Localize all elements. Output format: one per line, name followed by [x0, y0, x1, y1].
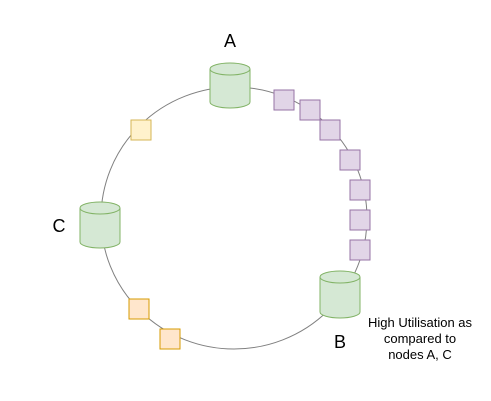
- key-square: [349, 209, 371, 231]
- purple-keys-group: [273, 89, 371, 261]
- node-c-label: C: [53, 216, 66, 236]
- key-square: [319, 119, 341, 141]
- node-a-database-icon: [209, 62, 251, 109]
- utilisation-note-line-3: nodes A, C: [388, 347, 452, 362]
- key-square: [339, 149, 361, 171]
- node-c-database-icon: [79, 201, 121, 249]
- key-square: [128, 298, 150, 320]
- key-square: [349, 239, 371, 261]
- key-square: [349, 179, 371, 201]
- node-a-label: A: [224, 31, 236, 51]
- key-square: [159, 328, 181, 350]
- orange-keys-group: [128, 298, 181, 350]
- key-square: [273, 89, 295, 111]
- utilisation-note-line-2: compared to: [384, 331, 456, 346]
- key-square-yellow: [130, 119, 152, 141]
- node-b-label: B: [334, 332, 346, 352]
- node-b-database-icon: [319, 270, 361, 319]
- key-square: [299, 99, 321, 121]
- utilisation-note-line-1: High Utilisation as: [368, 315, 473, 330]
